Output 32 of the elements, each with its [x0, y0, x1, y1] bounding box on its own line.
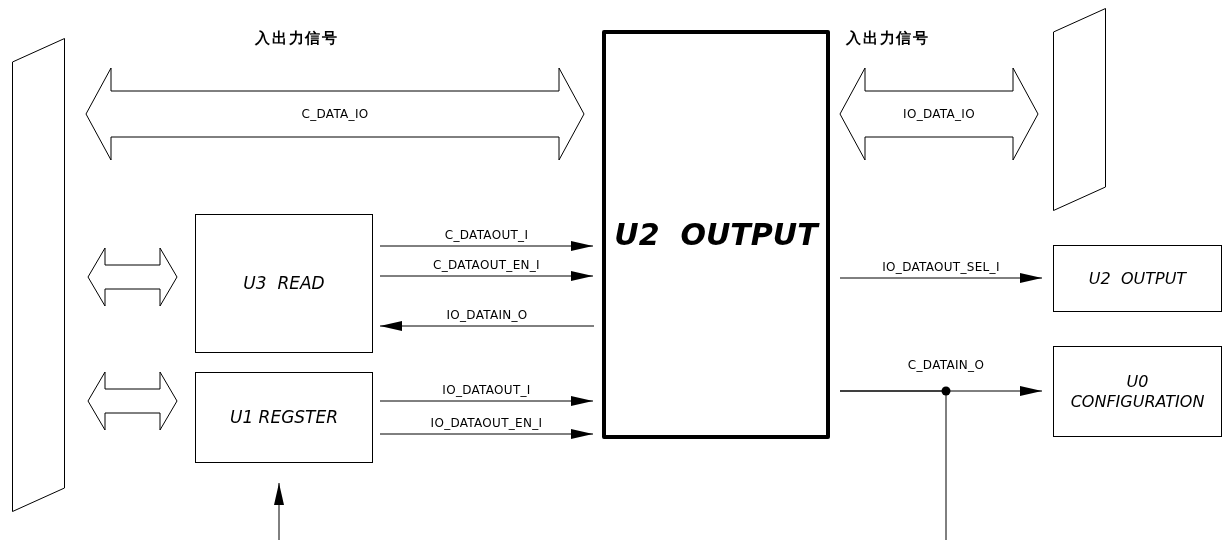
edge-label: IO_DATA_IO: [903, 106, 975, 123]
module-box: [602, 30, 830, 439]
signal-label: C_DATAOUT_I: [444, 229, 529, 241]
module-label: U1 REGSTER: [228, 406, 340, 429]
signal-label: C_DATAOUT_EN_I: [433, 259, 540, 271]
signal-arrow: [379, 241, 594, 251]
signal-arrow: [379, 271, 594, 281]
bus-arrow: [85, 67, 585, 161]
signal-label: IO_DATAIN_O: [446, 309, 528, 321]
module-label: U2 OUTPUT: [1087, 268, 1188, 289]
edge-label: C_DATA_IO: [301, 106, 369, 123]
signal-arrow: [379, 396, 594, 406]
signal-arrow: [274, 482, 284, 540]
module-label: U3 READ: [242, 272, 326, 295]
bus-arrow: [839, 67, 1039, 161]
signal-label: IO_DATAOUT_I: [442, 384, 531, 396]
bus-arrow: [87, 247, 178, 307]
module-box: [1053, 245, 1222, 312]
module-box: [1053, 346, 1222, 437]
signal-arrow: [839, 273, 1043, 283]
signal-label: IO_DATAOUT_SEL_I: [882, 261, 1000, 273]
signal-label: C_DATAIN_O: [907, 359, 985, 371]
signal-group-heading: 入出力信号: [255, 27, 339, 49]
module-box: [195, 214, 373, 353]
signal-arrow: [379, 321, 595, 331]
module-label: U0 CONFIGURATION: [1069, 371, 1206, 412]
bus-arrow: [87, 371, 178, 431]
signal-arrow: [379, 429, 594, 439]
module-box: [195, 372, 373, 463]
module-label: U2 OUTPUT: [613, 215, 821, 254]
signal-label: IO_DATAOUT_EN_I: [430, 417, 543, 429]
signal-group-heading: 入出力信号: [846, 27, 930, 49]
